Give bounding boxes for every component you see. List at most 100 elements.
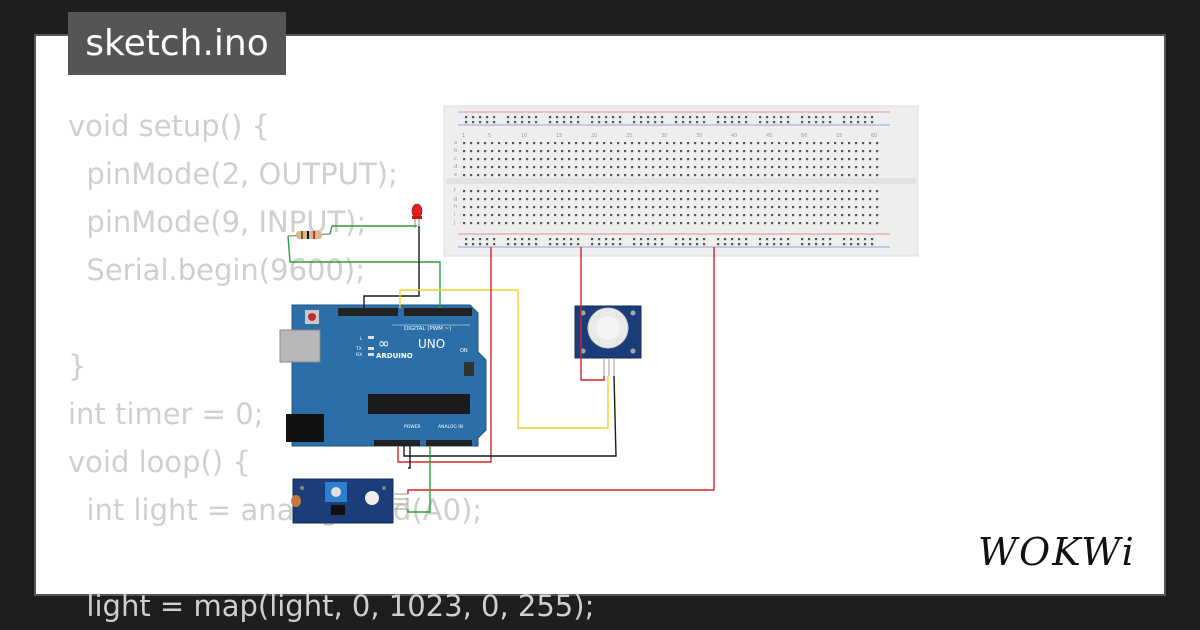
breadboard-hole — [514, 116, 517, 119]
breadboard-hole — [813, 206, 816, 209]
breadboard-hole — [813, 214, 816, 217]
breadboard-hole — [785, 190, 788, 193]
breadboard-hole — [848, 206, 851, 209]
breadboard-hole — [645, 222, 648, 225]
breadboard-hole — [862, 206, 865, 209]
breadboard-hole — [491, 150, 494, 153]
breadboard[interactable]: 1 5 10 15 20 25 30 35 40 45 50 55 60 a b… — [443, 105, 919, 257]
breadboard-hole — [505, 222, 508, 225]
breadboard-hole — [612, 238, 615, 241]
breadboard-hole — [799, 206, 802, 209]
breadboard-hole — [563, 121, 566, 124]
breadboard-hole — [582, 198, 585, 201]
breadboard-hole — [729, 214, 732, 217]
breadboard-hole — [864, 238, 867, 241]
breadboard-hole — [673, 206, 676, 209]
wires — [287, 225, 715, 513]
breadboard-hole — [771, 190, 774, 193]
breadboard-hole — [568, 222, 571, 225]
breadboard-hole — [631, 166, 634, 169]
breadboard-hole — [785, 150, 788, 153]
breadboard-hole — [855, 158, 858, 161]
breadboard-hole — [785, 222, 788, 225]
wire-green[interactable] — [329, 225, 417, 235]
breadboard-hole — [813, 190, 816, 193]
breadboard-hole — [766, 121, 769, 124]
breadboard-hole — [820, 214, 823, 217]
breadboard-hole — [603, 214, 606, 217]
breadboard-hole — [603, 174, 606, 177]
breadboard-hole — [848, 174, 851, 177]
wire-black[interactable] — [363, 226, 420, 308]
breadboard-hole — [834, 214, 837, 217]
breadboard-hole — [722, 190, 725, 193]
breadboard-hole — [680, 174, 683, 177]
breadboard-hole — [603, 206, 606, 209]
breadboard-hole — [612, 121, 615, 124]
breadboard-hole — [701, 206, 704, 209]
arduino-uno-board[interactable]: DIGITAL (PWM ~) ARDUINO UNO ∞ ON L TX RX… — [279, 304, 487, 447]
breadboard-hole — [689, 243, 692, 246]
breadboard-hole — [540, 142, 543, 145]
wire-red[interactable] — [397, 247, 492, 463]
breadboard-hole — [771, 166, 774, 169]
breadboard-hole — [869, 174, 872, 177]
wire-green[interactable] — [407, 446, 431, 513]
breadboard-hole — [773, 238, 776, 241]
breadboard-hole — [493, 238, 496, 241]
breadboard-hole — [582, 214, 585, 217]
led-rx-label: RX — [356, 352, 362, 358]
resistor[interactable] — [287, 231, 331, 239]
breadboard-hole — [659, 222, 662, 225]
breadboard-hole — [787, 121, 790, 124]
breadboard-hole — [493, 116, 496, 119]
breadboard-hole — [619, 121, 622, 124]
led-l-indicator — [368, 336, 374, 339]
breadboard-hole — [561, 206, 564, 209]
breadboard-hole — [841, 166, 844, 169]
breadboard-hole — [876, 206, 879, 209]
wire-green[interactable] — [287, 235, 441, 308]
breadboard-hole — [871, 116, 874, 119]
wire-red[interactable] — [580, 247, 605, 381]
breadboard-hole — [596, 198, 599, 201]
breadboard-hole — [813, 174, 816, 177]
breadboard-hole — [610, 150, 613, 153]
light-sensor-module[interactable] — [291, 478, 408, 524]
wire-yellow[interactable] — [399, 289, 609, 429]
bb-col-number: 5 — [488, 133, 491, 139]
breadboard-hole — [673, 150, 676, 153]
breadboard-hole — [652, 222, 655, 225]
breadboard-hole — [575, 166, 578, 169]
wire-black[interactable] — [408, 446, 411, 469]
breadboard-hole — [694, 166, 697, 169]
breadboard-hole — [477, 150, 480, 153]
breadboard-hole — [743, 190, 746, 193]
breadboard-hole — [696, 121, 699, 124]
wire-black[interactable] — [403, 375, 617, 457]
wire-red[interactable] — [407, 247, 715, 494]
breadboard-hole — [722, 158, 725, 161]
breadboard-hole — [605, 238, 608, 241]
bb-col-number: 45 — [766, 133, 772, 139]
breadboard-hole — [708, 214, 711, 217]
breadboard-hole — [757, 198, 760, 201]
breadboard-hole — [764, 190, 767, 193]
breadboard-hole — [603, 166, 606, 169]
breadboard-hole — [577, 238, 580, 241]
breadboard-hole — [652, 190, 655, 193]
breadboard-hole — [736, 190, 739, 193]
breadboard-hole — [806, 190, 809, 193]
breadboard-hole — [596, 142, 599, 145]
breadboard-hole — [465, 121, 468, 124]
reset-button-cap[interactable] — [308, 313, 316, 321]
breadboard-hole — [745, 121, 748, 124]
pir-motion-sensor[interactable] — [574, 305, 642, 376]
breadboard-hole — [703, 116, 706, 119]
breadboard-hole — [617, 214, 620, 217]
red-led[interactable] — [411, 203, 423, 228]
breadboard-hole — [638, 150, 641, 153]
breadboard-hole — [834, 190, 837, 193]
breadboard-hole — [841, 174, 844, 177]
breadboard-hole — [801, 243, 804, 246]
